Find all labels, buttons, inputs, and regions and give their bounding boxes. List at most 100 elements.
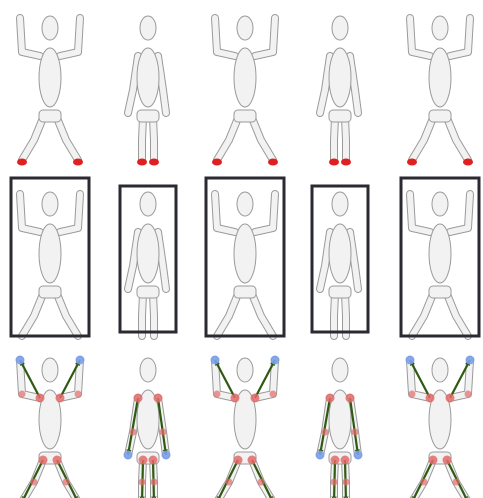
mannequin-torso <box>234 224 256 283</box>
joint-keypoint <box>465 391 472 398</box>
row2-figure <box>206 178 284 336</box>
foot-highlight <box>17 159 27 166</box>
joint-keypoint <box>53 456 62 465</box>
endpoint-keypoint <box>16 356 25 365</box>
row1-figure <box>212 16 278 166</box>
mannequin-head <box>42 192 58 216</box>
row1-figure <box>407 16 473 166</box>
endpoint-keypoint <box>316 451 325 460</box>
row1-figure <box>128 16 166 166</box>
foot-highlight <box>268 159 278 166</box>
joint-keypoint <box>251 394 260 403</box>
endpoint-keypoint <box>466 356 475 365</box>
foot-highlight <box>212 159 222 166</box>
joint-keypoint <box>226 479 233 486</box>
row3-figure <box>124 358 171 498</box>
joint-keypoint <box>154 394 163 403</box>
mannequin-head <box>432 192 448 216</box>
joint-keypoint <box>258 479 265 486</box>
foot-highlight <box>463 159 473 166</box>
mannequin-torso <box>137 224 159 283</box>
foot-highlight <box>149 159 159 166</box>
mannequin-torso <box>429 48 451 107</box>
endpoint-keypoint <box>271 356 280 365</box>
mannequin-torso <box>329 48 351 107</box>
mannequin-hips <box>329 110 351 122</box>
joint-keypoint <box>343 479 350 486</box>
mannequin-hips <box>234 110 256 122</box>
joint-keypoint <box>160 429 167 436</box>
mannequin-hips <box>137 286 159 298</box>
joint-keypoint <box>31 479 38 486</box>
row2-figure <box>401 178 479 336</box>
joint-keypoint <box>75 391 82 398</box>
mannequin-torso <box>329 224 351 283</box>
mannequin-head <box>432 16 448 40</box>
mannequin-head <box>140 358 156 382</box>
joint-keypoint <box>331 456 340 465</box>
mannequin-torso <box>137 48 159 107</box>
mannequin-head <box>237 192 253 216</box>
foot-highlight <box>73 159 83 166</box>
endpoint-keypoint <box>76 356 85 365</box>
joint-keypoint <box>39 456 48 465</box>
joint-keypoint <box>341 456 350 465</box>
joint-keypoint <box>149 456 158 465</box>
mannequin-hips <box>39 286 61 298</box>
joint-keypoint <box>63 479 70 486</box>
mannequin-hips <box>234 286 256 298</box>
row3-figure <box>211 356 280 498</box>
joint-keypoint <box>270 391 277 398</box>
row3-figure <box>16 356 85 498</box>
endpoint-keypoint <box>406 356 415 365</box>
mannequin-head <box>332 358 348 382</box>
mannequin-head <box>42 16 58 40</box>
joint-keypoint <box>453 479 460 486</box>
joint-keypoint <box>56 394 65 403</box>
joint-keypoint <box>134 394 143 403</box>
mannequin-head <box>432 358 448 382</box>
mannequin-hips <box>329 286 351 298</box>
joint-keypoint <box>421 479 428 486</box>
row2-figure <box>11 178 89 336</box>
mannequin-hips <box>429 110 451 122</box>
endpoint-keypoint <box>354 451 363 460</box>
joint-keypoint <box>409 391 416 398</box>
joint-keypoint <box>214 391 221 398</box>
joint-keypoint <box>231 394 240 403</box>
joint-keypoint <box>346 394 355 403</box>
joint-keypoint <box>443 456 452 465</box>
mannequin-head <box>332 192 348 216</box>
joint-keypoint <box>234 456 243 465</box>
joint-keypoint <box>130 429 137 436</box>
joint-keypoint <box>36 394 45 403</box>
joint-keypoint <box>248 456 257 465</box>
mannequin-head <box>237 16 253 40</box>
mannequin-torso <box>39 48 61 107</box>
foot-highlight <box>407 159 417 166</box>
joint-keypoint <box>446 394 455 403</box>
joint-keypoint <box>429 456 438 465</box>
mannequin-head <box>332 16 348 40</box>
mannequin-head <box>237 358 253 382</box>
foot-highlight <box>341 159 351 166</box>
joint-keypoint <box>331 479 338 486</box>
joint-keypoint <box>151 479 158 486</box>
joint-keypoint <box>326 394 335 403</box>
mannequin-hips <box>137 110 159 122</box>
row2-figure <box>120 186 176 336</box>
foot-highlight <box>137 159 147 166</box>
mannequin-torso <box>234 48 256 107</box>
row3-figure <box>406 356 475 498</box>
mannequin-head <box>140 192 156 216</box>
endpoint-keypoint <box>211 356 220 365</box>
row2-figure <box>312 186 368 336</box>
mannequin-torso <box>39 224 61 283</box>
mannequin-hips <box>429 286 451 298</box>
endpoint-keypoint <box>124 451 133 460</box>
foot-highlight <box>329 159 339 166</box>
mannequin-head <box>42 358 58 382</box>
joint-keypoint <box>139 479 146 486</box>
